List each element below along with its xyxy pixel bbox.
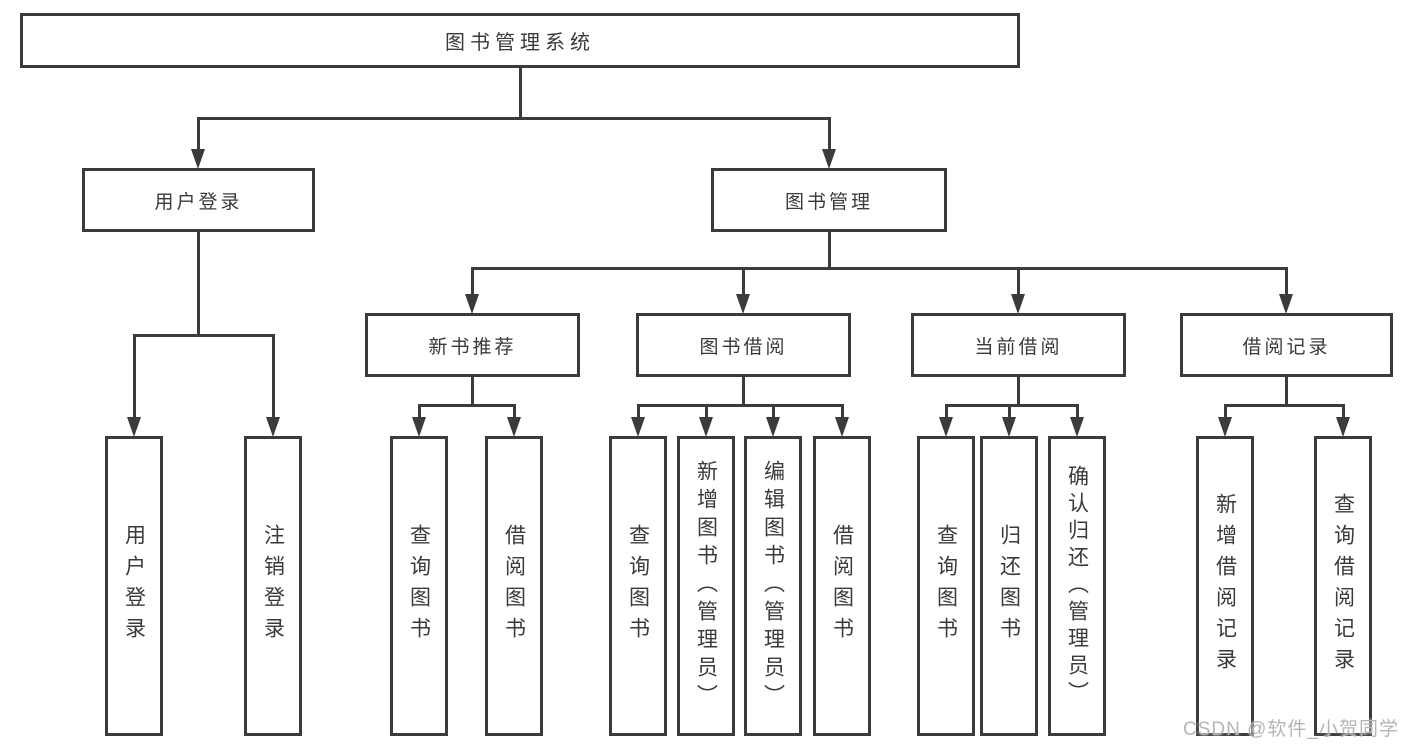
node-logout: 注销登录 <box>244 436 302 736</box>
node-current: 当前借阅 <box>911 313 1126 377</box>
node-r-add-label: 新增借阅记录 <box>1213 493 1237 679</box>
node-b-query: 查询图书 <box>609 436 667 736</box>
node-r-query-label: 查询借阅记录 <box>1331 493 1355 679</box>
node-r-add: 新增借阅记录 <box>1196 436 1254 736</box>
arrow-down-icon <box>835 417 849 437</box>
connector-hline <box>945 404 1079 407</box>
node-borrow-label: 图书借阅 <box>699 336 788 358</box>
node-c-confirm: 确认归还（管理员） <box>1048 436 1106 736</box>
node-nb-borrow: 借阅图书 <box>485 436 543 736</box>
node-nb-query: 查询图书 <box>390 436 448 736</box>
arrow-down-icon <box>1002 417 1016 437</box>
arrow-down-icon <box>736 294 750 314</box>
arrow-down-icon <box>1070 417 1084 437</box>
arrow-down-icon <box>1011 294 1025 314</box>
arrow-down-icon <box>699 417 713 437</box>
node-login: 用户登录 <box>82 168 315 232</box>
node-new-book: 新书推荐 <box>365 313 580 377</box>
connector-vline <box>418 404 421 420</box>
connector-hline <box>197 117 831 120</box>
connector-vline <box>828 232 831 270</box>
connector-vline <box>1017 377 1020 407</box>
connector-vline <box>272 334 275 420</box>
connector-vline <box>133 334 136 420</box>
connector-hline <box>637 404 844 407</box>
node-root-label: 图书管理系统 <box>445 32 595 54</box>
connector-vline <box>1342 404 1345 420</box>
connector-vline <box>471 377 474 407</box>
connector-hline <box>471 267 1288 270</box>
connector-vline <box>197 232 200 337</box>
connector-vline <box>772 404 775 420</box>
connector-vline <box>471 267 474 297</box>
node-user-login: 用户登录 <box>105 436 163 736</box>
connector-vline <box>1285 267 1288 297</box>
arrow-down-icon <box>631 417 645 437</box>
connector-vline <box>1224 404 1227 420</box>
connector-vline <box>841 404 844 420</box>
arrow-down-icon <box>266 417 280 437</box>
arrow-down-icon <box>127 417 141 437</box>
connector-vline <box>637 404 640 420</box>
node-logout-label: 注销登录 <box>261 524 285 648</box>
arrow-down-icon <box>822 149 836 169</box>
arrow-down-icon <box>1336 417 1350 437</box>
arrow-down-icon <box>412 417 426 437</box>
node-user-login-label: 用户登录 <box>122 524 146 648</box>
node-records: 借阅记录 <box>1180 313 1393 377</box>
connector-hline <box>1224 404 1345 407</box>
node-new-book-label: 新书推荐 <box>428 336 517 358</box>
node-nb-borrow-label: 借阅图书 <box>502 524 526 648</box>
arrow-down-icon <box>191 149 205 169</box>
node-b-add: 新增图书（管理员） <box>677 436 735 736</box>
watermark-text: CSDN @软件_小贺同学 <box>1183 719 1399 740</box>
connector-vline <box>197 117 200 153</box>
node-mgmt-label: 图书管理 <box>784 191 873 213</box>
node-records-label: 借阅记录 <box>1242 336 1331 358</box>
connector-vline <box>519 66 522 119</box>
arrow-down-icon <box>1279 294 1293 314</box>
arrow-down-icon <box>766 417 780 437</box>
node-b-add-label: 新增图书（管理员） <box>694 460 718 712</box>
node-current-label: 当前借阅 <box>974 336 1063 358</box>
connector-vline <box>945 404 948 420</box>
node-mgmt: 图书管理 <box>711 168 947 232</box>
node-b-edit-label: 编辑图书（管理员） <box>761 460 785 712</box>
connector-vline <box>1008 404 1011 420</box>
node-borrow: 图书借阅 <box>636 313 851 377</box>
connector-vline <box>1017 267 1020 297</box>
node-c-query-label: 查询图书 <box>934 524 958 648</box>
arrow-down-icon <box>1218 417 1232 437</box>
connector-vline <box>742 377 745 407</box>
node-b-query-label: 查询图书 <box>626 524 650 648</box>
node-root: 图书管理系统 <box>20 13 1020 68</box>
node-c-confirm-label: 确认归还（管理员） <box>1065 464 1089 708</box>
connector-vline <box>1285 377 1288 407</box>
node-r-query: 查询借阅记录 <box>1314 436 1372 736</box>
node-login-label: 用户登录 <box>154 191 243 213</box>
arrow-down-icon <box>507 417 521 437</box>
connector-vline <box>742 267 745 297</box>
node-c-return-label: 归还图书 <box>997 524 1021 648</box>
node-b-borrow-label: 借阅图书 <box>830 524 854 648</box>
connector-vline <box>828 117 831 153</box>
node-b-borrow: 借阅图书 <box>813 436 871 736</box>
node-b-edit: 编辑图书（管理员） <box>744 436 802 736</box>
connector-hline <box>133 334 275 337</box>
node-c-return: 归还图书 <box>980 436 1038 736</box>
node-c-query: 查询图书 <box>917 436 975 736</box>
arrow-down-icon <box>465 294 479 314</box>
connector-hline <box>418 404 516 407</box>
connector-vline <box>705 404 708 420</box>
node-nb-query-label: 查询图书 <box>407 524 431 648</box>
arrow-down-icon <box>939 417 953 437</box>
connector-vline <box>1076 404 1079 420</box>
connector-vline <box>513 404 516 420</box>
